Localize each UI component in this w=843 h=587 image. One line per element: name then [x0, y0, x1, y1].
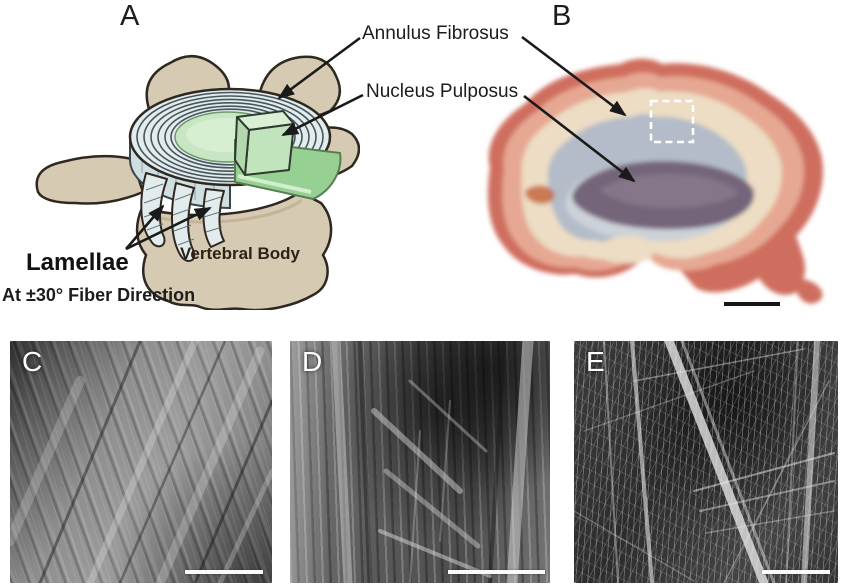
bone-process-left [35, 154, 145, 205]
panel-c-letter: C [22, 346, 43, 377]
panel-e-letter: E [586, 346, 605, 377]
panel-e-scale-bar [762, 570, 830, 574]
label-lamellae: Lamellae [26, 249, 129, 276]
label-annulus-fibrosus: Annulus Fibrosus [362, 23, 509, 44]
panel-a-letter: A [120, 0, 140, 32]
label-vertebral-body: Vertebral Body [180, 244, 300, 263]
panel-d-letter: D [302, 346, 323, 377]
label-fiber-direction: At ±30° Fiber Direction [2, 285, 196, 305]
bottom-cream-bulge [598, 235, 655, 264]
panel-d-texture [331, 341, 534, 583]
label-nucleus-pulposus: Nucleus Pulposus [366, 81, 519, 102]
annulus-ring-lines [136, 91, 324, 183]
panel-c-scale-bar [185, 570, 263, 574]
panel-b-letter: B [552, 0, 572, 32]
panel-c-texture [10, 341, 272, 583]
panel-d-sem-image: D [290, 341, 550, 583]
cut-surface-rim [237, 174, 312, 194]
panel-b-photo [487, 58, 823, 304]
panel-e-sem-image: E [574, 341, 838, 583]
inner-orange-patch [525, 185, 555, 204]
panel-e-texture [574, 341, 835, 583]
panel-c-sem-image: C [10, 341, 272, 583]
nucleus-cube [234, 110, 295, 176]
panel-d-scale-bar [448, 570, 545, 574]
